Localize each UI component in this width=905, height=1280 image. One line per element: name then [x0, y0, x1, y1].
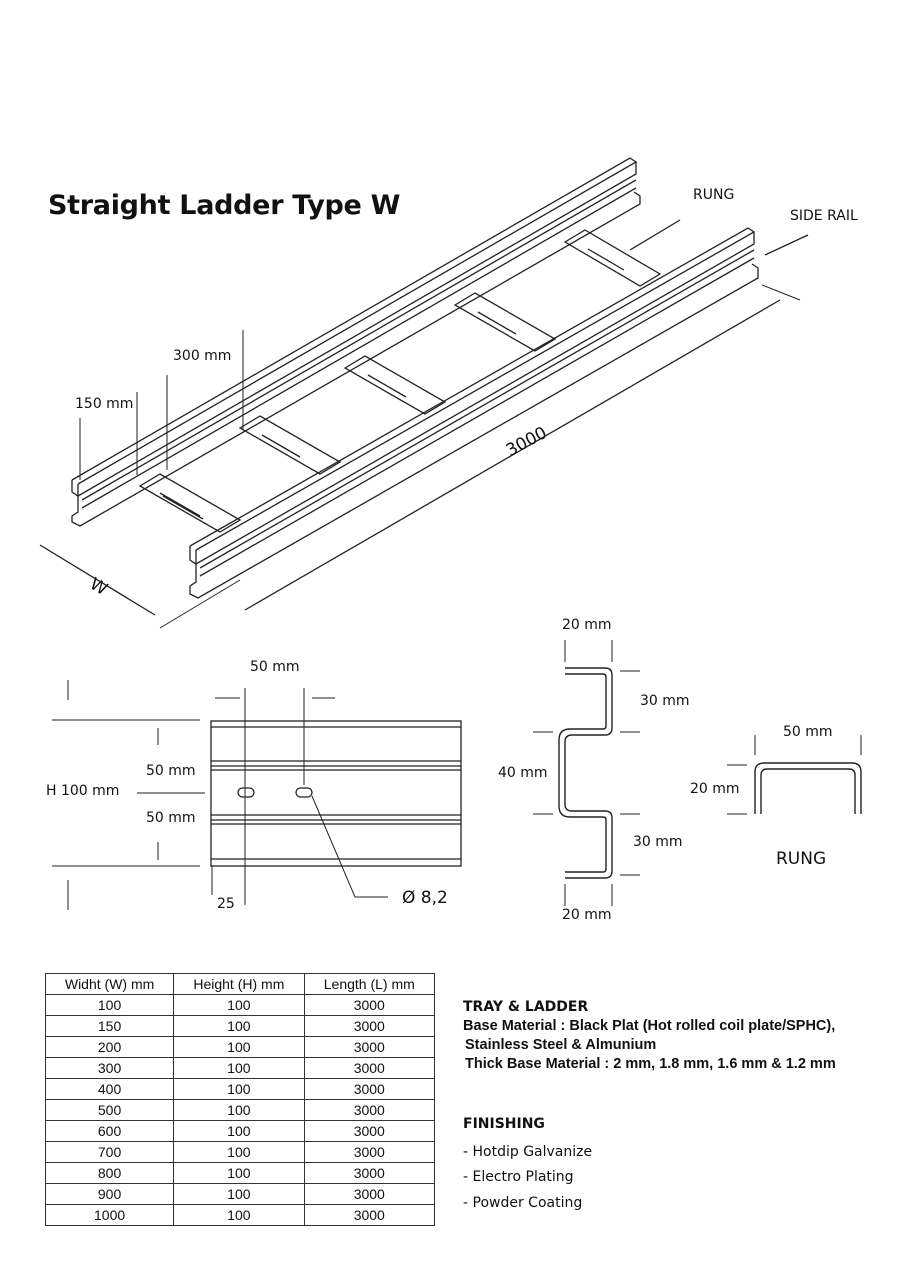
- cell-width: 900: [44, 1183, 175, 1205]
- middle-dimension: 40 mm: [498, 765, 548, 781]
- rail-profile: [533, 640, 640, 906]
- cell-length: 3000: [303, 1015, 436, 1037]
- cell-width: 400: [44, 1078, 175, 1100]
- cell-width: 1000: [44, 1204, 175, 1226]
- cell-width: 300: [44, 1057, 175, 1079]
- rung-spacing-dimension: 300 mm: [173, 348, 232, 364]
- lower-web-dimension: 30 mm: [633, 834, 683, 850]
- dimension-table: Widht (W) mm Height (H) mm Length (L) mm…: [44, 973, 436, 1226]
- cell-height: 100: [173, 1099, 305, 1121]
- thickness: Thick Base Material : 2 mm, 1.8 mm, 1.6 …: [465, 1056, 836, 1072]
- rungs: [138, 229, 662, 533]
- cell-height: 100: [173, 1057, 305, 1079]
- finishing-section: FINISHING - Hotdip Galvanize - Electro P…: [463, 1112, 592, 1216]
- base-material: Base Material : Black Plat (Hot rolled c…: [463, 1018, 836, 1034]
- cell-length: 3000: [303, 1183, 436, 1205]
- cell-height: 100: [173, 1036, 305, 1058]
- rung-height-dimension: 20 mm: [690, 781, 740, 797]
- cell-width: 600: [44, 1120, 175, 1142]
- cell-length: 3000: [303, 994, 436, 1016]
- upper-offset-dimension: 50 mm: [146, 763, 196, 779]
- cell-height: 100: [173, 994, 305, 1016]
- side-rail-callout: SIDE RAIL: [790, 208, 858, 224]
- cell-width: 700: [44, 1141, 175, 1163]
- column-header-height: Height (H) mm: [173, 973, 305, 995]
- material-section: TRAY & LADDER Base Material : Black Plat…: [463, 998, 836, 1074]
- cell-width: 500: [44, 1099, 175, 1121]
- cell-height: 100: [173, 1183, 305, 1205]
- side-view: [52, 680, 462, 910]
- finishing-item: - Hotdip Galvanize: [463, 1143, 593, 1160]
- cell-height: 100: [173, 1015, 305, 1037]
- rung-caption: RUNG: [776, 849, 827, 869]
- cell-length: 3000: [303, 1120, 436, 1142]
- cell-length: 3000: [303, 1099, 436, 1121]
- cell-height: 100: [173, 1204, 305, 1226]
- cell-length: 3000: [303, 1162, 436, 1184]
- cell-height: 100: [173, 1078, 305, 1100]
- rung-profile: [727, 735, 862, 815]
- bottom-flange-dimension: 20 mm: [562, 907, 612, 923]
- top-flange-dimension: 20 mm: [562, 617, 612, 633]
- cell-height: 100: [173, 1162, 305, 1184]
- cell-height: 100: [173, 1141, 305, 1163]
- hole-spacing-dimension: 50 mm: [250, 659, 300, 675]
- finishing-item: - Powder Coating: [463, 1194, 583, 1211]
- rung-width-dimension: 50 mm: [783, 724, 833, 740]
- cell-length: 3000: [303, 1141, 436, 1163]
- cell-width: 200: [44, 1036, 175, 1058]
- cell-length: 3000: [303, 1204, 436, 1226]
- cell-height: 100: [173, 1120, 305, 1142]
- upper-web-dimension: 30 mm: [640, 693, 690, 709]
- hole-diameter-dimension: Ø 8,2: [402, 888, 448, 908]
- table-header-row: Widht (W) mm Height (H) mm Length (L) mm: [44, 973, 436, 995]
- base-material-cont: Stainless Steel & Almunium: [465, 1037, 657, 1053]
- column-header-length: Length (L) mm: [303, 973, 436, 995]
- side-height-dimension: H 100 mm: [46, 783, 120, 799]
- ladder-isometric: [39, 157, 809, 629]
- finishing-heading: FINISHING: [463, 1116, 545, 1132]
- cell-length: 3000: [303, 1057, 436, 1079]
- material-heading: TRAY & LADDER: [463, 999, 589, 1015]
- column-header-width: Widht (W) mm: [44, 973, 175, 995]
- lower-offset-dimension: 50 mm: [146, 810, 196, 826]
- cell-width: 100: [44, 994, 175, 1016]
- finishing-item: - Electro Plating: [463, 1169, 574, 1185]
- height-dimension: 150 mm: [75, 396, 134, 412]
- cell-length: 3000: [303, 1036, 436, 1058]
- rung-callout: RUNG: [693, 187, 735, 203]
- edge-offset-dimension: 25: [217, 896, 235, 912]
- cell-length: 3000: [303, 1078, 436, 1100]
- cell-width: 150: [44, 1015, 175, 1037]
- page-title: Straight Ladder Type W: [48, 190, 401, 221]
- cell-width: 800: [44, 1162, 175, 1184]
